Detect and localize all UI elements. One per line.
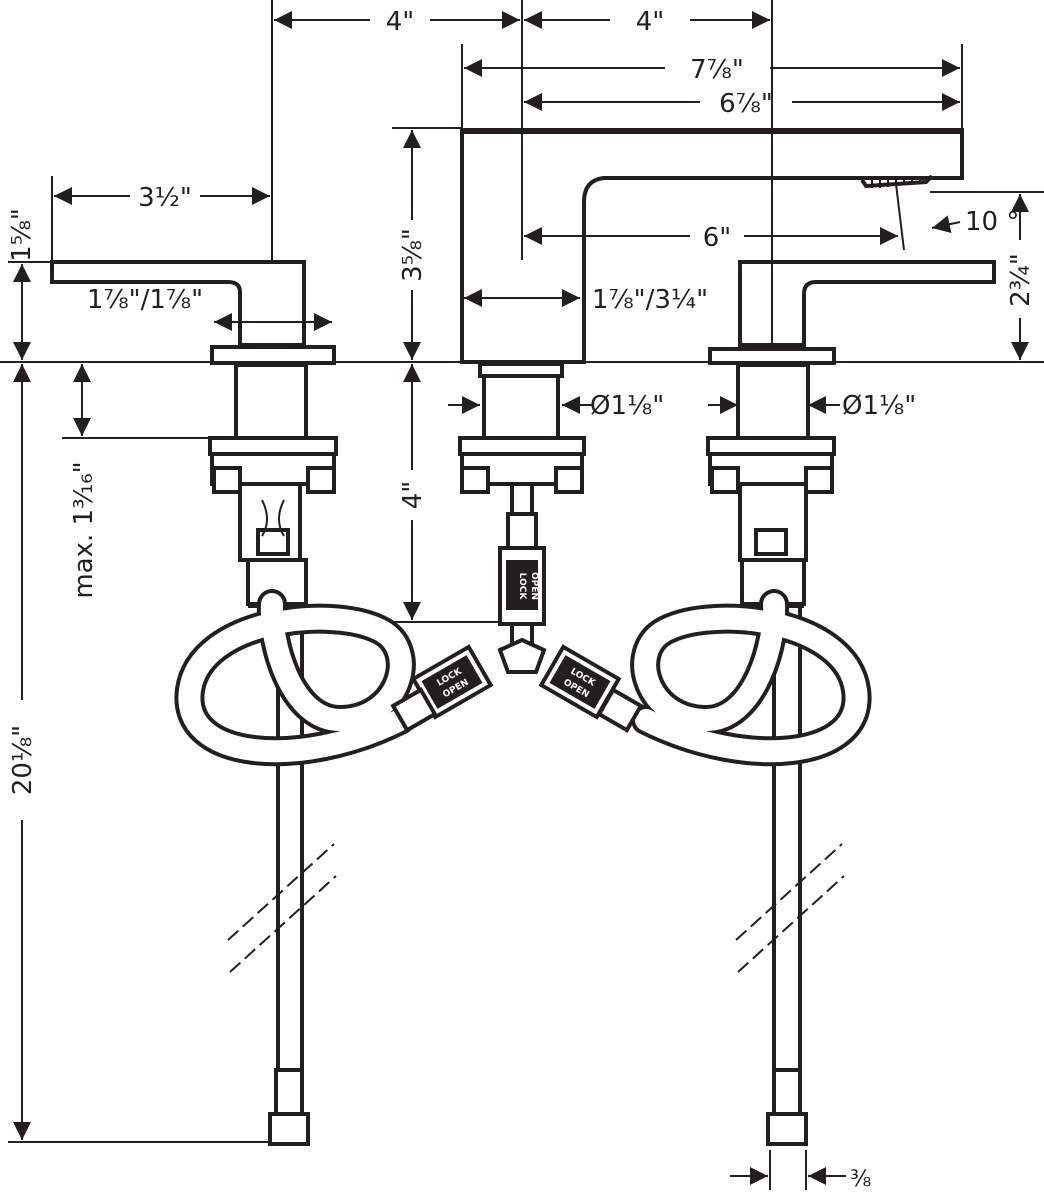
right-valve-body xyxy=(706,436,836,608)
supply-lines xyxy=(276,606,802,1070)
label-handle-base: 1⅞"/1⅞" xyxy=(87,285,203,315)
label-spout-reach: 6" xyxy=(703,223,732,253)
right-connection-nut xyxy=(766,1068,808,1146)
dimension-labels: 4" 4" 7⅞" 6⅞" 3½" 1⅞"/1⅞" 1⅞"/3¼" 6" 10 … xyxy=(7,7,1036,1192)
label-deck-thickness: max. 1³⁄₁₆" xyxy=(69,461,99,598)
center-tag-lock: LOCK xyxy=(517,573,527,601)
label-spout-height: 3⅝" xyxy=(398,228,428,282)
left-hose-loop xyxy=(174,589,416,767)
right-hose-valve: LOCK OPEN xyxy=(538,644,644,733)
label-shank-length: 4" xyxy=(398,481,428,510)
left-connection-nut xyxy=(268,1068,310,1146)
label-outlet-height: 2¾" xyxy=(1006,253,1036,307)
label-spread-left: 4" xyxy=(386,7,415,37)
dimension-lines xyxy=(13,11,1029,1185)
label-total-depth: 20⅛" xyxy=(8,725,38,795)
left-hose-valve: LOCK OPEN xyxy=(390,644,494,733)
spout xyxy=(460,128,964,440)
label-spread-right: 4" xyxy=(636,7,665,37)
label-aerator-angle: 10 ° xyxy=(965,207,1019,237)
center-tag-open: OPEN xyxy=(529,572,539,600)
center-valve-body xyxy=(458,436,586,552)
left-valve-body xyxy=(208,436,338,608)
label-spout-projection: 6⅞" xyxy=(719,89,773,119)
left-handle xyxy=(50,260,336,441)
aerator-teeth xyxy=(871,178,921,188)
break-lines xyxy=(227,843,845,973)
label-connection: ⅜ xyxy=(850,1167,871,1192)
label-valve-shank-diameter: Ø1⅛" xyxy=(842,391,916,421)
center-y-connector: LOCK OPEN xyxy=(497,546,547,674)
label-handle-length: 3½" xyxy=(138,183,192,213)
label-spout-base: 1⅞"/3¼" xyxy=(592,285,708,315)
label-spout-shank-diameter: Ø1⅛" xyxy=(590,391,664,421)
right-handle xyxy=(708,260,996,441)
right-hose-loop xyxy=(630,589,872,767)
label-spout-total-length: 7⅞" xyxy=(690,55,744,85)
label-handle-height: 1⅝" xyxy=(7,208,37,262)
